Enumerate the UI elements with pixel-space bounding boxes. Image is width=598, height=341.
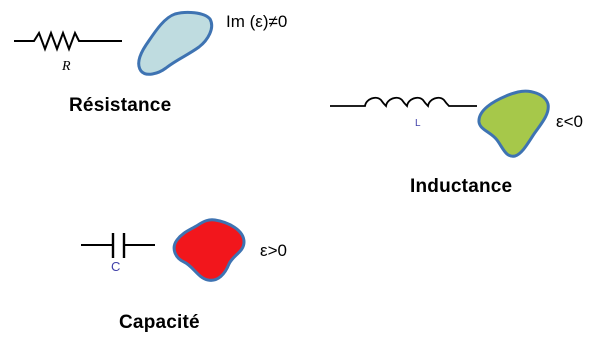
inductor-letter: L [415, 118, 421, 129]
capacitor-symbol [81, 233, 155, 258]
resistor-letter: R [62, 59, 71, 74]
resistance-condition: Im (ε)≠0 [226, 12, 288, 31]
inductance-title: Inductance [410, 176, 513, 197]
resistor-symbol [14, 30, 122, 52]
capacitance-condition: ε>0 [260, 241, 287, 260]
capacitor-letter: C [111, 259, 121, 274]
inductor-coil [330, 96, 477, 108]
resistance-blob [137, 10, 214, 76]
capacitance-blob [172, 218, 246, 282]
inductance-blob [477, 89, 550, 158]
inductor-symbol [330, 96, 477, 108]
resistance-title: Résistance [69, 95, 172, 116]
resistor-zigzag [14, 30, 122, 52]
capacitance-title: Capacité [119, 312, 200, 333]
inductance-condition: ε<0 [556, 112, 583, 131]
